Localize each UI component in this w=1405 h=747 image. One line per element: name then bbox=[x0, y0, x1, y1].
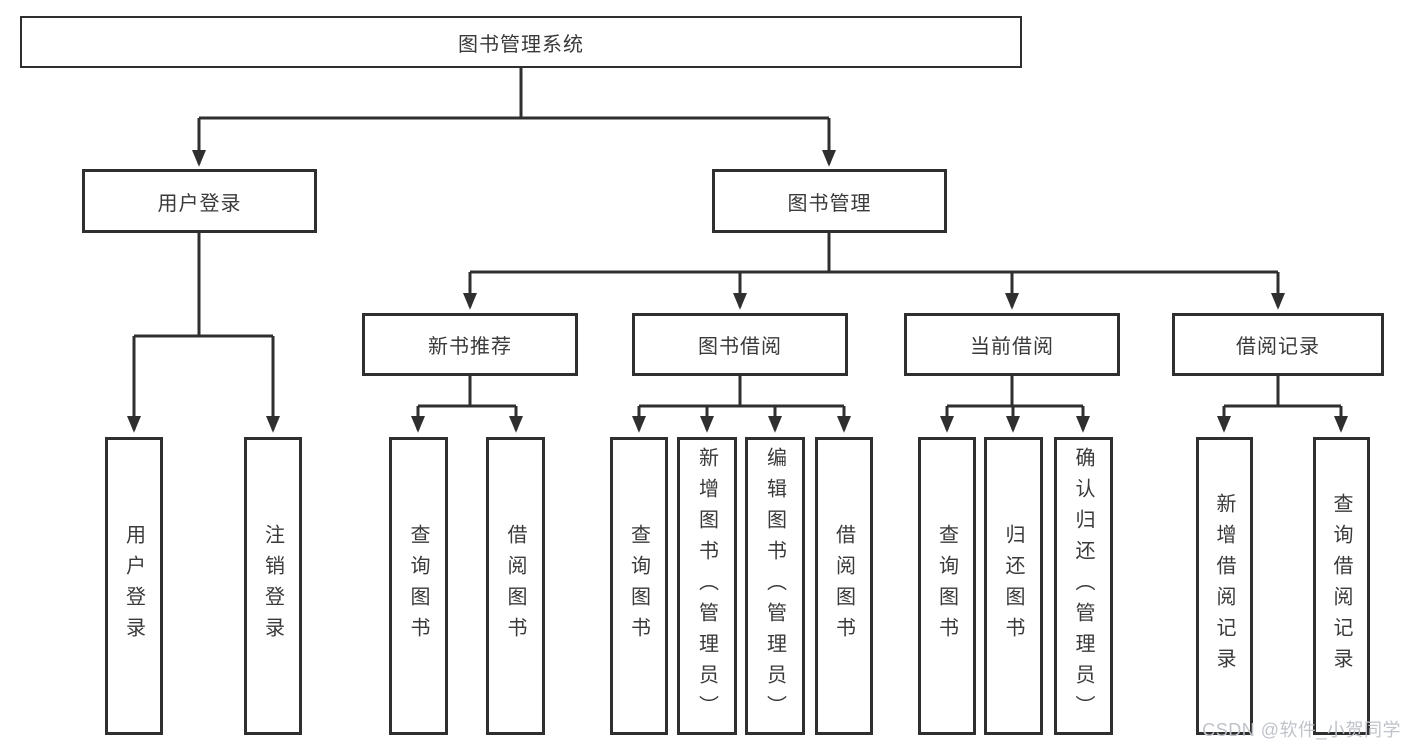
leaf-records-query-borrow-record: 查询借阅记录 bbox=[1313, 437, 1370, 735]
leaf-current-query-books: 查询图书 bbox=[918, 437, 976, 735]
node-book-management: 图书管理 bbox=[712, 169, 947, 233]
leaf-current-confirm-return-admin: 确认归还（管理员） bbox=[1054, 437, 1113, 735]
node-library-management-system: 图书管理系统 bbox=[20, 16, 1022, 68]
leaf-current-return-books: 归还图书 bbox=[984, 437, 1043, 735]
leaf-records-add-borrow-record: 新增借阅记录 bbox=[1196, 437, 1253, 735]
node-user-login: 用户登录 bbox=[82, 169, 317, 233]
node-book-borrowing: 图书借阅 bbox=[632, 313, 848, 376]
leaf-recommend-query-books: 查询图书 bbox=[389, 437, 448, 735]
leaf-borrowing-query-books: 查询图书 bbox=[610, 437, 668, 735]
leaf-logout: 注销登录 bbox=[244, 437, 302, 735]
csdn-watermark: CSDN @软件_小贺同学 bbox=[1202, 720, 1401, 740]
node-new-book-recommendation: 新书推荐 bbox=[362, 313, 578, 376]
node-borrow-records: 借阅记录 bbox=[1172, 313, 1384, 376]
node-current-borrowing: 当前借阅 bbox=[904, 313, 1120, 376]
leaf-recommend-borrow-books: 借阅图书 bbox=[486, 437, 545, 735]
leaf-borrowing-add-books-admin: 新增图书（管理员） bbox=[677, 437, 737, 735]
leaf-user-login: 用户登录 bbox=[105, 437, 163, 735]
leaf-borrowing-edit-books-admin: 编辑图书（管理员） bbox=[745, 437, 805, 735]
leaf-borrowing-borrow-books: 借阅图书 bbox=[815, 437, 873, 735]
